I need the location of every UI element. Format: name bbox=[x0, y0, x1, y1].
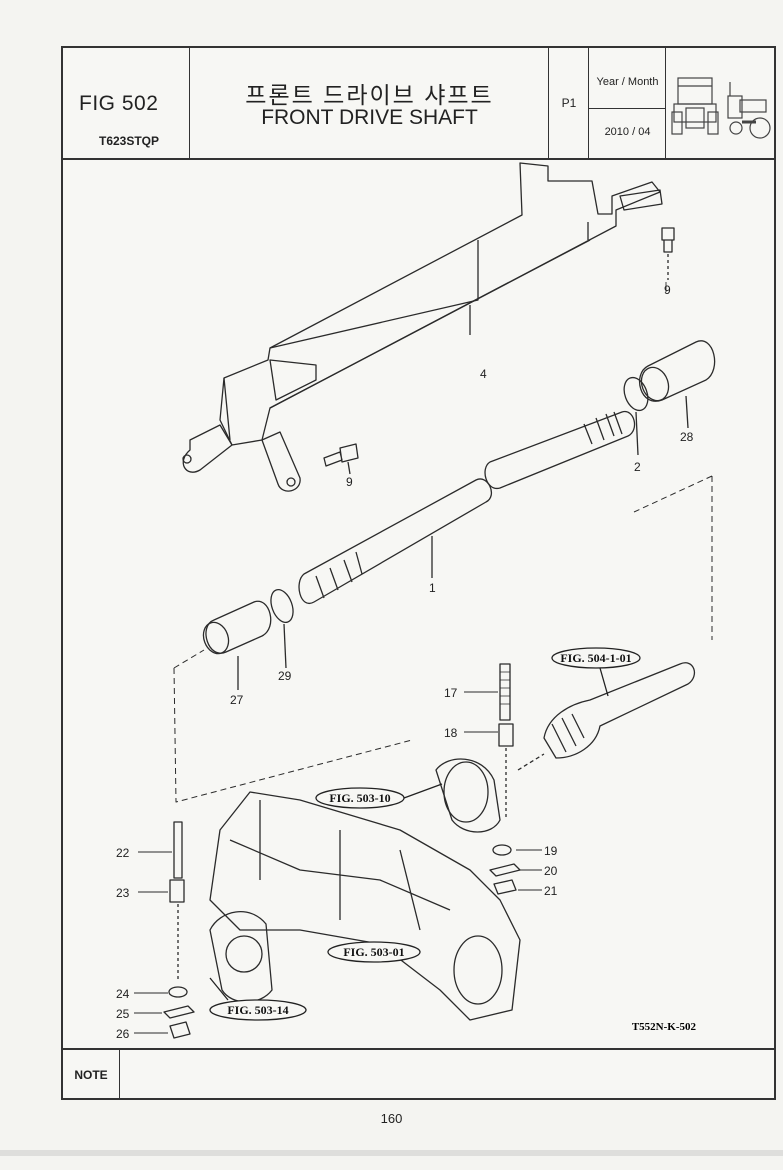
note-label: NOTE bbox=[63, 1050, 120, 1100]
page-cell: P1 bbox=[549, 48, 589, 158]
drawing-code: T552N-K-502 bbox=[632, 1021, 697, 1033]
coupling-28 bbox=[638, 340, 716, 402]
ref-label-503-01: FIG. 503-01 bbox=[343, 945, 404, 959]
callout-23: 23 bbox=[116, 886, 130, 900]
bolt-9-middle bbox=[323, 443, 359, 467]
pinion-shaft bbox=[543, 662, 696, 759]
callout-2: 2 bbox=[634, 460, 641, 474]
scan-edge bbox=[0, 1150, 783, 1156]
snap-ring-29 bbox=[270, 589, 294, 623]
stud-17 bbox=[499, 663, 511, 721]
tractor-thumbnail-cell bbox=[666, 48, 774, 158]
callout-20: 20 bbox=[544, 864, 558, 878]
callout-21: 21 bbox=[544, 884, 558, 898]
callout-9-middle: 9 bbox=[346, 475, 353, 489]
callout-18: 18 bbox=[444, 726, 458, 740]
callout-1: 1 bbox=[429, 581, 436, 595]
ref-label-503-14: FIG. 503-14 bbox=[227, 1003, 288, 1017]
washer-25 bbox=[163, 1005, 195, 1019]
note-row: NOTE bbox=[63, 1048, 774, 1100]
snap-ring-2 bbox=[623, 376, 649, 412]
callout-28: 28 bbox=[680, 430, 694, 444]
shaft-cover bbox=[219, 162, 661, 446]
callout-26: 26 bbox=[116, 1027, 130, 1041]
collar-23 bbox=[169, 879, 185, 903]
callout-19: 19 bbox=[544, 844, 558, 858]
cover-bracket-right bbox=[261, 431, 301, 492]
washer-19 bbox=[492, 844, 512, 856]
callout-4: 4 bbox=[480, 367, 487, 381]
nut-26 bbox=[169, 1021, 191, 1039]
cover-bracket-left bbox=[182, 424, 233, 473]
title-block: FIG 502 T623STQP 프론트 드라이브 샤프트 FRONT DRIV… bbox=[63, 48, 774, 160]
fig-cell: FIG 502 T623STQP bbox=[63, 48, 190, 158]
washer-24 bbox=[168, 986, 188, 998]
title-english: FRONT DRIVE SHAFT bbox=[261, 106, 478, 129]
callout-27: 27 bbox=[230, 693, 244, 707]
fig-number: FIG 502 bbox=[79, 92, 159, 115]
nut-21 bbox=[493, 879, 517, 895]
axle-housing bbox=[209, 791, 521, 1021]
page-number: 160 bbox=[380, 1111, 403, 1126]
callout-29: 29 bbox=[278, 669, 292, 683]
ref-label-503-10: FIG. 503-10 bbox=[329, 791, 390, 805]
tractor-icon bbox=[671, 77, 771, 139]
shaft-2 bbox=[484, 410, 636, 489]
ref-label-504: FIG. 504-1-01 bbox=[560, 651, 631, 665]
title-korean: 프론트 드라이브 샤프트 bbox=[245, 82, 494, 108]
washer-20 bbox=[489, 863, 521, 877]
callout-9-top: 9 bbox=[664, 283, 671, 297]
date-value: 2010 / 04 bbox=[604, 126, 651, 138]
coupling-27 bbox=[205, 600, 272, 654]
bearing-flange bbox=[435, 758, 501, 833]
collar-18 bbox=[498, 723, 514, 747]
callout-25: 25 bbox=[116, 1007, 130, 1021]
ref-oval-503-14 bbox=[209, 999, 307, 1021]
date-cell: Year / Month 2010 / 04 bbox=[589, 48, 666, 158]
bolt-9-top bbox=[661, 227, 675, 253]
page-code: P1 bbox=[561, 96, 577, 110]
ref-oval-504 bbox=[551, 647, 641, 669]
shaft-1 bbox=[298, 478, 492, 605]
stud-22 bbox=[173, 821, 183, 879]
ref-oval-503-01 bbox=[327, 941, 421, 963]
model-code: T623STQP bbox=[99, 134, 160, 148]
callout-17: 17 bbox=[444, 686, 458, 700]
callout-24: 24 bbox=[116, 987, 130, 1001]
callout-22: 22 bbox=[116, 846, 130, 860]
year-month-label: Year / Month bbox=[596, 76, 659, 88]
title-cell: 프론트 드라이브 샤프트 FRONT DRIVE SHAFT bbox=[190, 48, 549, 158]
